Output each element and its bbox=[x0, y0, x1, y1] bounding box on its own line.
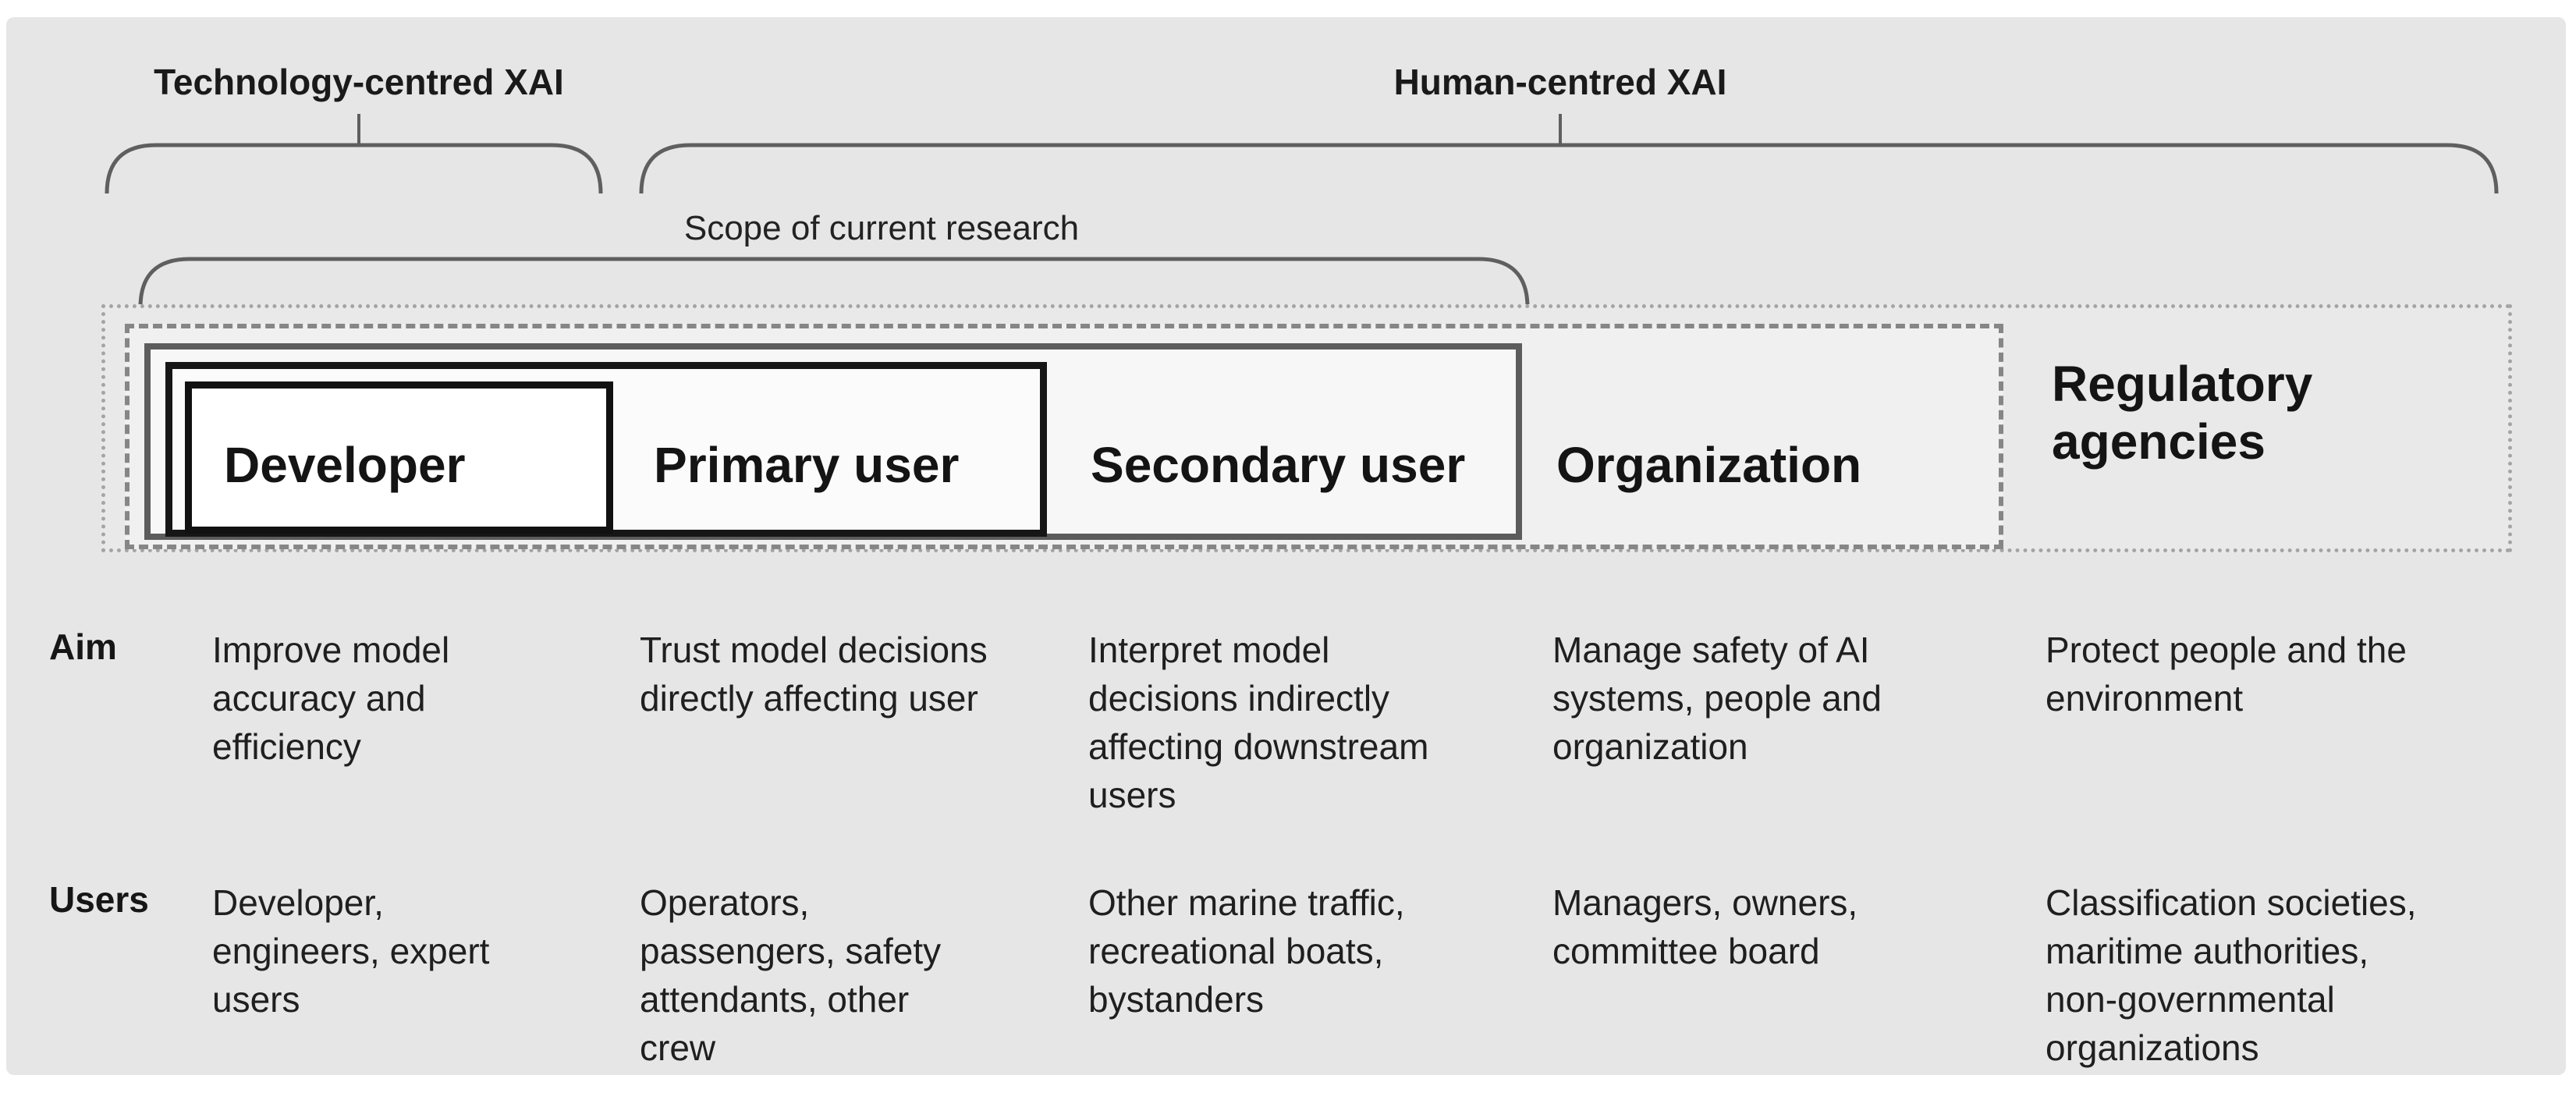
aim-primary-user-cell: Trust model decisions directly affecting… bbox=[640, 630, 988, 719]
developer-box bbox=[185, 381, 613, 534]
users-organization-cell: Managers, owners, committee board bbox=[1552, 882, 1858, 971]
regulatory-agencies-label: Regulatory agencies bbox=[2052, 356, 2313, 470]
human-centred-xai-label: Human-centred XAI bbox=[1393, 62, 1727, 102]
users-developer-cell: Developer, engineers, expert users bbox=[212, 882, 490, 1020]
developer-label: Developer bbox=[224, 437, 466, 493]
organization-label: Organization bbox=[1556, 437, 1862, 493]
users-regulatory-cell: Classification societies, maritime autho… bbox=[2046, 882, 2417, 1068]
aim-regulatory-cell: Protect people and the environment bbox=[2046, 630, 2407, 719]
users-primary-user-cell: Operators, passengers, safety attendants… bbox=[640, 882, 942, 1068]
primary-user-label: Primary user bbox=[654, 437, 960, 493]
aim-organization-cell: Manage safety of AI systems, people and … bbox=[1552, 630, 1882, 767]
users-row-label: Users bbox=[49, 879, 149, 920]
users-secondary-user-cell: Other marine traffic, recreational boats… bbox=[1088, 882, 1405, 1020]
technology-centred-xai-label: Technology-centred XAI bbox=[154, 62, 564, 102]
aim-secondary-user-cell: Interpret model decisions indirectly aff… bbox=[1088, 630, 1429, 815]
aim-row-label: Aim bbox=[49, 626, 117, 667]
scope-of-research-label: Scope of current research bbox=[683, 209, 1080, 247]
aim-developer-cell: Improve model accuracy and efficiency bbox=[212, 630, 450, 767]
secondary-user-label: Secondary user bbox=[1091, 437, 1466, 493]
